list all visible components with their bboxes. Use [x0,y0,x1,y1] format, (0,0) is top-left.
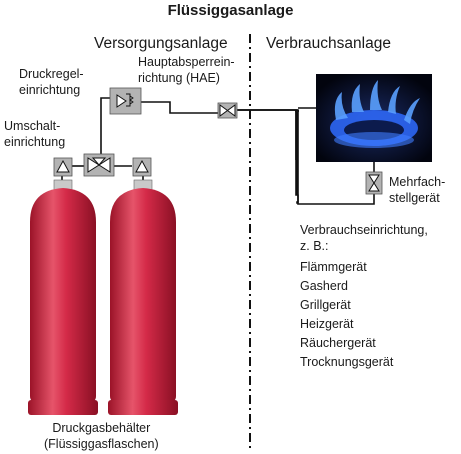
main-shutoff-valve [217,102,238,119]
consumer-item: Grillgerät [300,298,351,312]
tanks-label-line1: Druckgasbehälter [52,421,151,435]
burner-flame-image [316,74,432,162]
consumer-devices-list: Verbrauchseinrichtung, z. B.: Flämmgerät… [300,222,428,372]
consumer-item: Trocknungsgerät [300,355,394,369]
page-title: Flüssiggasanlage [167,2,294,19]
tank-valve-left [53,157,73,177]
pressure-regulator-label: Druckregel- einrichtung [19,66,84,98]
main-shutoff-label-line1: Hauptabsperrein- [138,55,235,69]
multi-control-label-line2: stellgerät [389,191,440,205]
supply-section-heading: Versorgungsanlage [94,35,228,52]
multi-control-label: Mehrfach- stellgerät [389,174,445,206]
main-shutoff-label-line2: richtung (HAE) [138,71,220,85]
switchover-label: Umschalt- einrichtung [4,118,65,150]
switchover-valve [83,153,115,177]
main-shutoff-label: Hauptabsperrein- richtung (HAE) [138,54,235,86]
gas-cylinder-right [108,179,178,415]
pressure-regulator-label-line2: einrichtung [19,83,81,97]
consumption-section-heading: Verbrauchsanlage [266,35,391,52]
switchover-label-line1: Umschalt- [4,119,61,133]
multi-control-label-line1: Mehrfach- [389,175,446,189]
tanks-label-line2: (Flüssiggasflaschen) [44,437,159,451]
pressure-regulator-label-line1: Druckregel- [19,67,84,81]
switchover-label-line2: einrichtung [4,135,66,149]
gas-cylinder-left [28,179,98,415]
consumer-item: Räuchergerät [300,336,376,350]
consumer-item: Flämmgerät [300,260,367,274]
consumer-item: Heizgerät [300,317,354,331]
tank-valve-right [132,157,152,177]
multi-control-valve [365,171,383,195]
tanks-label: Druckgasbehälter (Flüssiggasflaschen) [44,420,159,452]
consumer-heading-line2: z. B.: [300,239,329,253]
pressure-regulator-fitting [109,87,142,115]
consumer-heading-line1: Verbrauchseinrichtung, [300,223,428,237]
consumer-item: Gasherd [300,279,348,293]
